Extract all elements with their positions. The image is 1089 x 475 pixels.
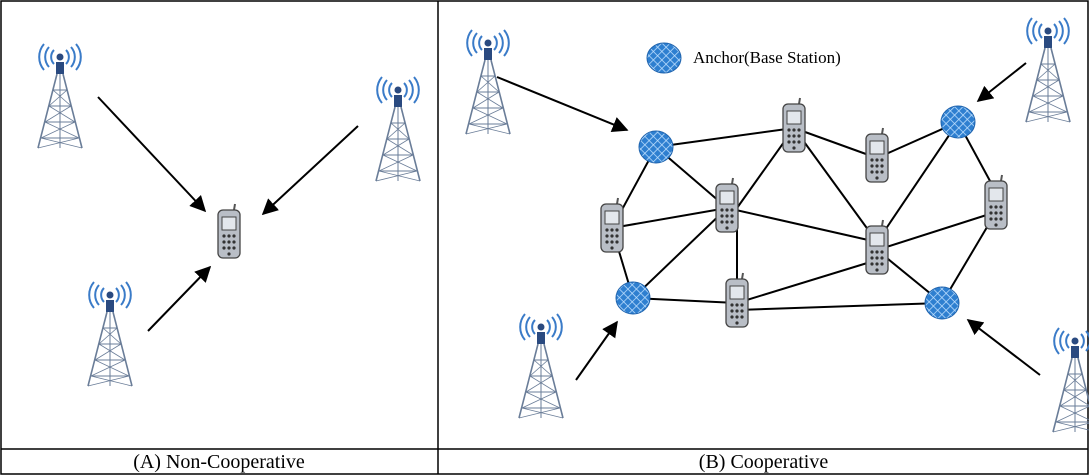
mobile-phone-icon <box>782 97 806 153</box>
cell-tower-icon <box>87 281 133 387</box>
mobile-phone-icon <box>217 203 241 259</box>
mobile-phone-icon <box>725 272 749 328</box>
anchor-node-icon <box>924 286 960 320</box>
panel-b <box>465 17 1089 433</box>
cell-tower-icon <box>465 29 511 135</box>
legend-label: Anchor(Base Station) <box>693 48 841 67</box>
mobile-phone-icon <box>865 219 889 275</box>
signal-arrow <box>496 76 629 132</box>
signal-arrow <box>575 320 618 381</box>
mobile-phone-icon <box>984 174 1008 230</box>
cell-tower-icon <box>518 313 564 419</box>
mobile-phone-icon <box>715 177 739 233</box>
panel-a <box>37 43 421 387</box>
signal-arrow <box>976 62 1027 102</box>
caption-non-cooperative: (A) Non-Cooperative <box>133 451 305 473</box>
signal-arrow <box>97 96 207 213</box>
cell-tower-icon <box>375 76 421 182</box>
cell-tower-icon <box>37 43 83 149</box>
anchor-node-icon <box>615 281 651 315</box>
anchor-node-icon <box>646 42 682 74</box>
signal-arrow <box>261 125 359 216</box>
mobile-phone-icon <box>865 127 889 183</box>
signal-arrow <box>966 319 1041 376</box>
caption-cooperative: (B) Cooperative <box>698 451 829 473</box>
cell-tower-icon <box>1025 17 1071 123</box>
anchor-node-icon <box>638 130 674 164</box>
cell-tower-icon <box>1052 327 1089 433</box>
mobile-phone-icon <box>600 197 624 253</box>
signal-arrow <box>147 265 212 332</box>
anchor-node-icon <box>940 105 976 139</box>
